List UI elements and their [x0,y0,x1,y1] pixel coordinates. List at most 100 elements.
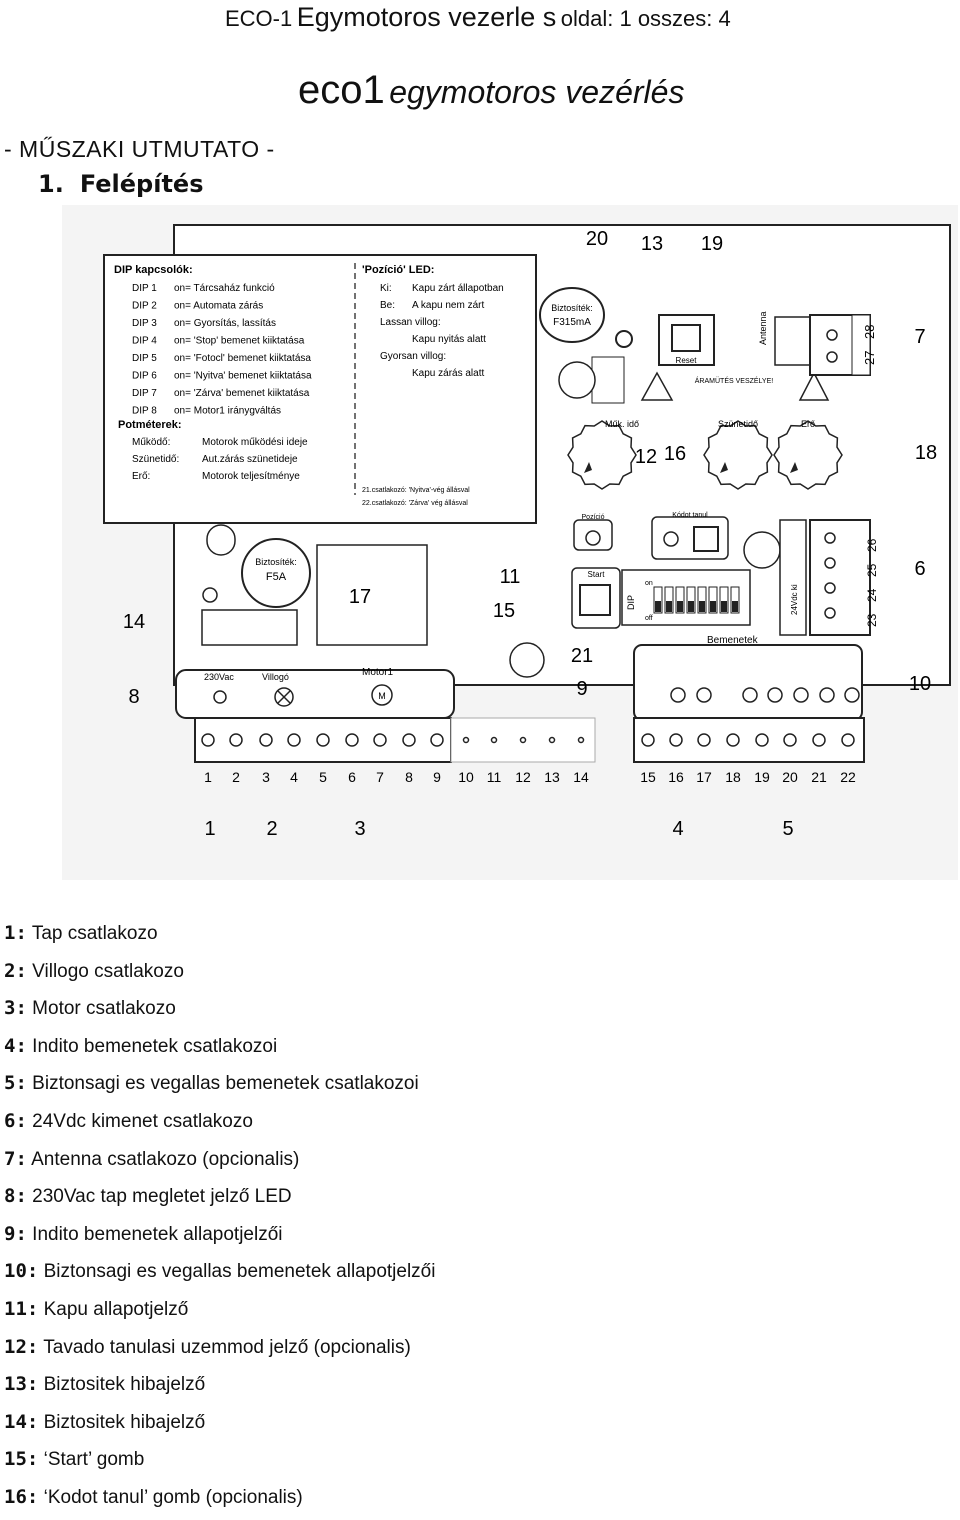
kodot-label: Kódot tanul [672,512,708,519]
section-name: Felépítés [79,170,204,198]
dip-switch-lever [666,601,672,612]
terminal-screw [548,736,556,744]
legend-text: Indito bemenetek allapotjelzői [32,1223,283,1245]
dip-off: off [645,615,653,622]
legend-item: 4: Indito bemenetek csatlakozoi [4,1031,944,1069]
dip-title: DIP kapcsolók: [114,264,193,276]
pot-arrow [790,462,798,473]
legend-text: Tap csatlakozo [31,923,158,944]
terminal-screw [641,733,655,747]
terminal-number: 14 [573,769,589,785]
dip-row-key: DIP 4 [132,336,157,347]
lamp-cross [277,690,291,704]
fuse2-circle [241,538,311,608]
header-suffix: oldal: 1 osszes: 4 [560,6,731,31]
legend-text: 230Vac tap megletet jelző LED [32,1186,292,1208]
fuse2-value: F5A [266,571,287,583]
dip-switch-lever [699,601,705,612]
ant-terminal-27: 27 [862,351,877,365]
led-230v [213,690,227,704]
terminal-screw [490,736,498,744]
callout-16: 16 [664,443,686,465]
legend-item: 11: Kapu allapotjelző [4,1294,944,1332]
terminal-screw [462,736,470,744]
terminal-number: 22 [840,769,856,785]
terminal-number: 15 [640,769,656,785]
input-led [844,687,860,703]
input-led [670,687,686,703]
terminal-24: 24 [865,588,879,602]
legend-number: 14: [4,1410,39,1433]
dip-switch-block [621,569,751,626]
title-rest: egymotoros vezérlés [389,74,685,110]
led-title: 'Pozíció' LED: [362,264,434,276]
legend-item: 10: Biztonsagi es vegallas bemenetek all… [4,1256,944,1294]
reset-label: Reset [676,356,698,365]
dip-switch [719,586,729,614]
reset-button [671,324,701,352]
dip-row-value: on= Automata zárás [174,301,263,312]
pozicio-label: Pozíció [582,514,605,521]
legend-item: 16: ‘Kodot tanul’ gomb (opcionalis) [4,1482,944,1520]
screw-23 [824,532,836,544]
terminal-number: 3 [262,769,270,785]
terminal-number: 6 [348,769,356,785]
callout-1: 1 [204,818,215,840]
relay-left [591,356,625,404]
antenna-block: Antenna 27 28 [758,311,877,376]
terminal-screw [316,733,330,747]
terminal-number: 11 [487,769,502,785]
terminal-number: 13 [544,769,560,785]
callout-7: 7 [914,326,925,348]
legend-number: 10: [4,1260,39,1283]
legend-text: Indito bemenetek csatlakozoi [32,1035,278,1057]
kodot-button [693,526,719,552]
callout-18: 18 [915,442,937,464]
dip-on: on [645,580,653,587]
legend-number: 2: [4,959,27,982]
potentiometer [703,420,773,490]
warning-label: ÁRAMÜTÉS VESZÉLYE! [695,376,774,385]
input-leds [670,687,860,703]
terminal-screw [430,733,444,747]
potentiometer [773,420,843,490]
dip-row-value: on= Gyorsítás, lassítás [174,318,276,329]
dip-switch-lever [655,601,661,612]
subtitle: - MŰSZAKI UTMUTATO - [4,136,275,162]
terminal-number: 17 [696,769,712,785]
terminal-number: 2 [232,769,240,785]
terminal-number: 7 [376,769,384,785]
section-heading: 1.Felépítés [38,170,203,198]
antenna-screw-2 [826,351,838,363]
dip-switch [675,586,685,614]
led-row-key: Gyorsan villog: [380,351,446,362]
relay-round [509,642,545,678]
legend-item: 7: Antenna csatlakozo (opcionalis) [4,1144,944,1182]
pot-row-key: Erő: [132,471,150,482]
legend-item: 5: Biztonsagi es vegallas bemenetek csat… [4,1068,944,1106]
callout-17: 17 [349,586,371,608]
output-24v-terminal [809,519,871,636]
dip-row-value: on= 'Zárva' bemenet kiiktatása [174,388,310,399]
pot-row-value: Motorok működési ideje [202,437,308,448]
legend-text: Biztonsagi es vegallas bemenetek csatlak… [32,1073,419,1095]
inputs-section-box [633,644,863,721]
antenna-frame [774,316,816,366]
terminal-number: 18 [725,769,741,785]
pot-arrow [720,462,728,473]
antenna-label: Antenna [758,311,768,345]
legend-text: ‘Start’ gomb [43,1449,145,1471]
pot-title: Potméterek: [118,419,182,431]
terminal-number: 10 [458,769,474,785]
dip-switch-lever [710,601,716,612]
callout-19: 19 [701,233,723,255]
dip-switch-lever [721,601,727,612]
document-title: eco1 egymotoros vezérlés [298,68,684,113]
input-led [742,687,758,703]
dip-switch [730,586,740,614]
note-22: 22.csatlakozó: 'Zárva' vég állásval [362,500,468,507]
